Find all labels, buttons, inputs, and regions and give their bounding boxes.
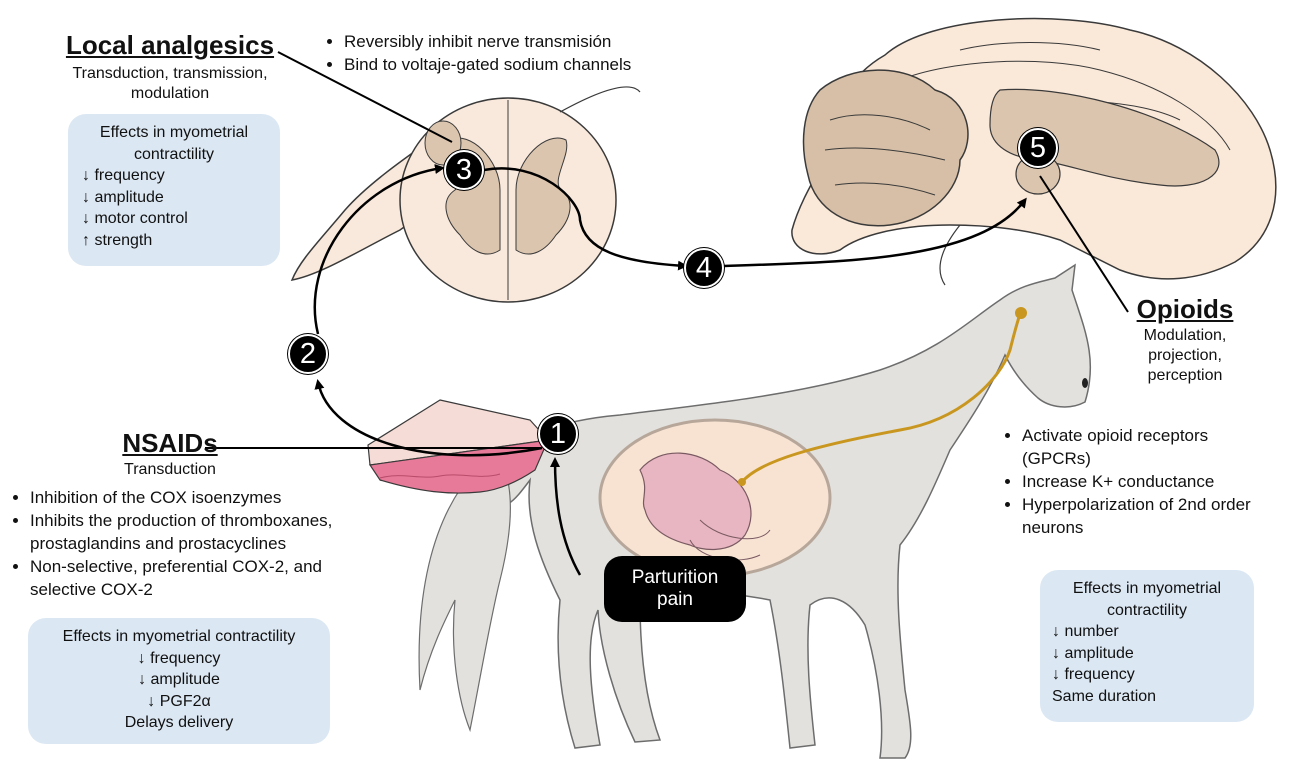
opioids-effect-item: ↓ number	[1052, 621, 1254, 643]
local-analgesics-title: Local analgesics	[40, 30, 300, 61]
opioids-subtitle: Modulation, projection, perception	[1120, 326, 1250, 386]
opioids-bullet: Activate opioid receptors(GPCRs)	[1022, 424, 1314, 470]
nsaids-effect-item: ↓ amplitude	[28, 669, 330, 691]
step-marker-2: 2	[288, 334, 328, 374]
local-subtitle-line-2: modulation	[40, 84, 300, 104]
nsaids-bullet: Non-selective, preferential COX-2, andse…	[30, 555, 410, 601]
nsaids-effect-item: ↓ frequency	[28, 648, 330, 670]
step-marker-4: 4	[684, 248, 724, 288]
nsaids-effect-item: ↓ PGF2α	[28, 691, 330, 713]
opioids-title: Opioids	[1110, 294, 1260, 325]
nsaids-subtitle: Transduction	[100, 460, 240, 480]
opioids-subtitle-line-3: perception	[1120, 366, 1250, 386]
local-analgesics-subtitle: Transduction, transmission, modulation	[40, 64, 300, 104]
pain-label-line-2: pain	[657, 589, 693, 611]
local-effects-heading-1: Effects in myometrial	[68, 122, 280, 144]
step-marker-1: 1	[538, 414, 578, 454]
horse-illustration	[419, 265, 1090, 758]
local-effect-item: ↓ amplitude	[82, 187, 280, 209]
opioids-effects-heading-2: contractility	[1040, 600, 1254, 622]
nsaids-effects-box: Effects in myometrial contractility ↓ fr…	[28, 618, 330, 744]
parturition-pain-label: Parturition pain	[604, 556, 746, 622]
nsaids-effect-item: Delays delivery	[28, 712, 330, 734]
local-analgesics-bullets: Reversibly inhibit nerve transmisión Bin…	[322, 30, 764, 76]
nsaids-bullets: Inhibition of the COX isoenzymes Inhibit…	[8, 486, 410, 601]
nsaids-bullet: Inhibits the production of thromboxanes,…	[30, 509, 410, 555]
local-effect-item: ↓ frequency	[82, 165, 280, 187]
step-marker-3: 3	[444, 150, 484, 190]
opioids-bullet: Increase K+ conductance	[1022, 470, 1314, 493]
nsaids-bullet: Inhibition of the COX isoenzymes	[30, 486, 410, 509]
opioids-subtitle-line-1: Modulation,	[1120, 326, 1250, 346]
local-effect-item: ↑ strength	[82, 230, 280, 252]
spinal-cord-illustration	[292, 87, 640, 302]
nsaids-title: NSAIDs	[100, 428, 240, 459]
local-effect-item: ↓ motor control	[82, 208, 280, 230]
opioids-effects-box: Effects in myometrial contractility ↓ nu…	[1040, 570, 1254, 722]
opioids-effect-item: Same duration	[1052, 686, 1254, 708]
nsaids-effects-heading: Effects in myometrial contractility	[28, 626, 330, 648]
local-bullet: Bind to voltaje-gated sodium channels	[344, 53, 764, 76]
opioids-effect-item: ↓ frequency	[1052, 664, 1254, 686]
local-effects-box: Effects in myometrial contractility ↓ fr…	[68, 114, 280, 266]
pain-label-line-1: Parturition	[632, 567, 719, 589]
opioids-bullets: Activate opioid receptors(GPCRs) Increas…	[1000, 424, 1314, 539]
opioids-effect-item: ↓ amplitude	[1052, 643, 1254, 665]
step-marker-5: 5	[1018, 128, 1058, 168]
opioids-effects-heading-1: Effects in myometrial	[1040, 578, 1254, 600]
opioids-subtitle-line-2: projection,	[1120, 346, 1250, 366]
local-bullet: Reversibly inhibit nerve transmisión	[344, 30, 764, 53]
local-effects-heading-2: contractility	[68, 144, 280, 166]
local-subtitle-line-1: Transduction, transmission,	[40, 64, 300, 84]
